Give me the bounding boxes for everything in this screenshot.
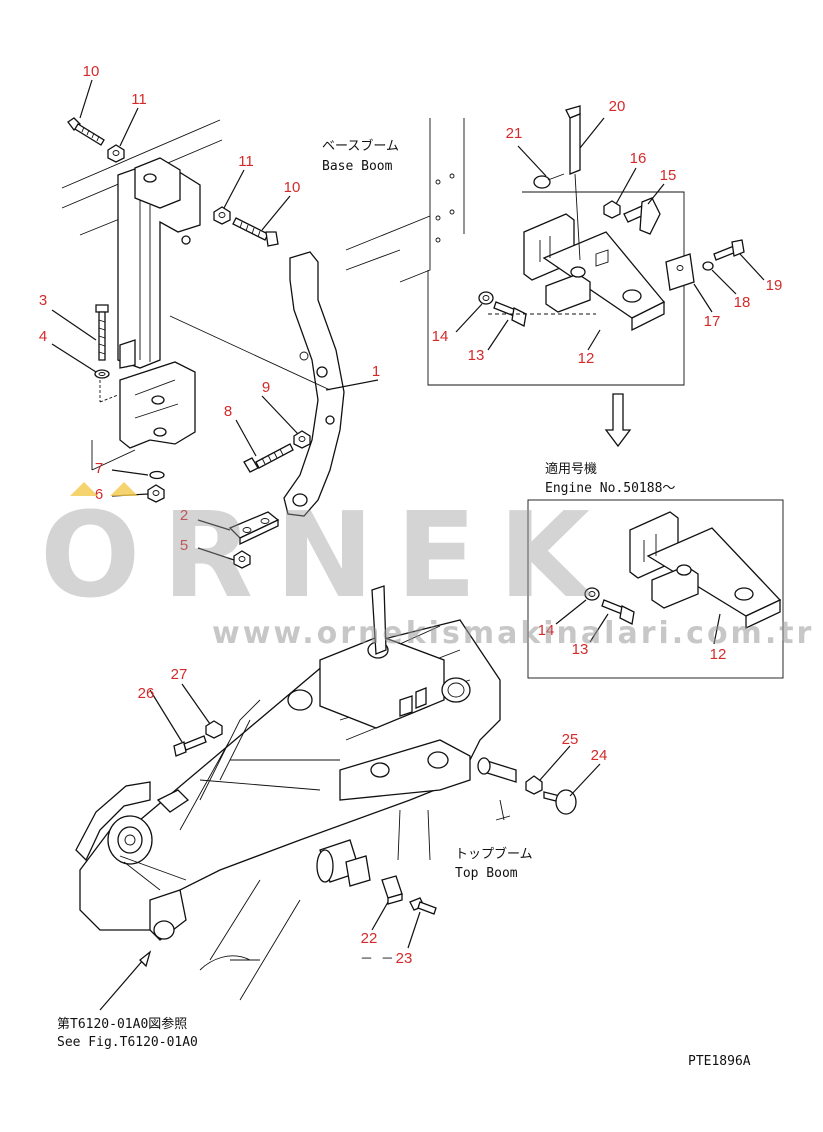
bolt-part-15 [623, 197, 661, 235]
bracket-part-12-lower [629, 511, 782, 630]
nut-part-16 [603, 200, 621, 219]
callout-5: 5 [180, 537, 188, 554]
nut-part-27 [205, 720, 223, 739]
bracket-part-12-upper [523, 213, 666, 332]
bolt-part-13-lower [601, 599, 635, 625]
watermark-brand: ORNEK [40, 486, 612, 624]
nut-part-11-lower [213, 206, 231, 225]
callout-21: 21 [506, 125, 523, 142]
callout-27: 27 [171, 666, 188, 683]
callout-10-lower: 10 [284, 179, 301, 196]
top-boom-label-en: Top Boom [455, 866, 518, 881]
detail-frame-upper [427, 191, 685, 386]
callout-16: 16 [630, 150, 647, 167]
base-bracket-assembly [61, 119, 223, 471]
nut-part-11-upper [107, 144, 125, 163]
callout-numbers: 10 11 11 10 3 4 1 9 8 7 6 2 5 21 20 16 1… [39, 63, 783, 967]
callout-9: 9 [262, 379, 270, 396]
callout-11-lower: 11 [238, 153, 254, 170]
callout-12-lower: 12 [710, 646, 727, 663]
callout-20: 20 [609, 98, 626, 115]
callout-14-upper: 14 [432, 328, 449, 345]
leader-lines-top-left [51, 79, 379, 561]
callout-15: 15 [660, 167, 677, 184]
callout-4: 4 [39, 328, 47, 345]
bolt-part-26 [173, 735, 207, 757]
winch-drum [75, 781, 187, 891]
nut-part-6 [147, 484, 165, 503]
pin-part-20 [565, 105, 581, 261]
see-fig-label-en: See Fig.T6120-01A0 [57, 1035, 198, 1050]
callout-12-upper: 12 [578, 350, 595, 367]
callout-8: 8 [224, 403, 232, 420]
washer-part-14-upper [478, 291, 494, 305]
callout-19: 19 [766, 277, 783, 294]
callout-18: 18 [734, 294, 751, 311]
callout-13-upper: 13 [468, 347, 485, 364]
callout-7: 7 [95, 460, 103, 477]
callout-6: 6 [95, 486, 103, 503]
applicable-label-jp: 適用号機 [545, 461, 597, 477]
arrow-to-see-fig-icon [99, 950, 152, 1011]
link-plate-part-1 [283, 251, 345, 517]
pin-assembly [199, 839, 371, 1001]
callout-25: 25 [562, 731, 579, 748]
bolt-part-19 [713, 239, 745, 261]
washer-part-14-lower [584, 587, 600, 601]
watermark-logo-icon [70, 482, 138, 496]
plate-part-17 [665, 253, 695, 291]
detail-frame-lower [527, 499, 784, 679]
dash-note: － － [360, 952, 394, 967]
callout-24: 24 [591, 747, 608, 764]
bolt-part-23 [409, 897, 437, 915]
callout-1: 1 [372, 363, 380, 380]
callout-26: 26 [138, 685, 155, 702]
callout-14-lower: 14 [538, 622, 555, 639]
see-fig-label-jp: 第T6120-01A0図参照 [57, 1016, 187, 1032]
pin-part-25 [477, 757, 543, 795]
callout-2: 2 [180, 507, 188, 524]
callout-11-upper: 11 [131, 91, 147, 108]
down-arrow-icon [604, 393, 632, 448]
top-boom-label-jp: トップブーム [455, 846, 533, 862]
bolt-part-24 [543, 789, 577, 815]
plate-part-2 [228, 511, 280, 546]
leader-lines-bottom [149, 683, 601, 949]
watermark-url: www.ornekismakinalari.com.tr [212, 616, 815, 651]
base-boom-label-jp: ベースブーム [322, 138, 399, 154]
leader-lines-lower-detail [555, 599, 721, 645]
washer-part-4 [94, 369, 110, 379]
bolt-part-13-upper [493, 301, 527, 327]
top-boom-assembly [79, 585, 501, 941]
drawing-code: PTE1896A [688, 1054, 751, 1069]
callout-22: 22 [361, 930, 378, 947]
bolt-part-8 [243, 443, 294, 473]
callout-23: 23 [396, 950, 413, 967]
bolt-part-3 [95, 304, 109, 361]
base-boom-section [345, 118, 465, 283]
washer-part-18 [702, 261, 714, 271]
bolt-part-10-upper [67, 117, 105, 146]
callout-17: 17 [704, 313, 721, 330]
nut-part-9 [293, 430, 311, 449]
washer-part-7 [149, 470, 165, 480]
callout-13-lower: 13 [572, 641, 589, 658]
applicable-label-en: Engine No.50188～ [545, 481, 675, 496]
callout-10-upper: 10 [83, 63, 100, 80]
leader-lines-top-right [455, 117, 765, 351]
bolt-part-10-lower [232, 217, 279, 247]
base-boom-label-en: Base Boom [322, 159, 393, 174]
callout-3: 3 [39, 292, 47, 309]
block-part-22 [381, 875, 403, 905]
text-labels: ベースブーム Base Boom 適用号機 Engine No.50188～ ト… [57, 138, 751, 1069]
nut-part-5 [233, 550, 251, 569]
ring-part-21 [533, 173, 565, 189]
